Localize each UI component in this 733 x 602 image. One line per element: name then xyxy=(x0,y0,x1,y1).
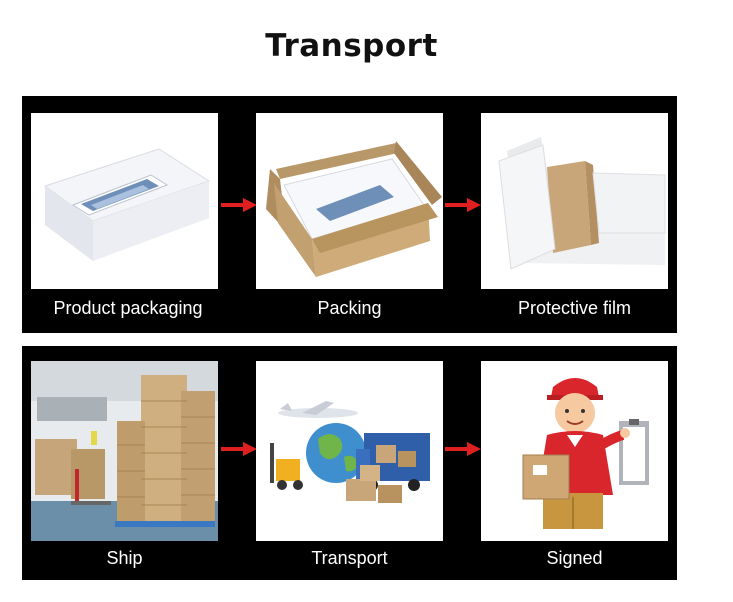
arrow-right-icon xyxy=(221,442,257,456)
arrow-right-icon xyxy=(445,442,481,456)
step-label-packing: Packing xyxy=(317,298,382,318)
arrow-right-icon xyxy=(445,198,481,212)
ship-card xyxy=(31,361,218,541)
step-label-protective-film: Protective film xyxy=(517,298,632,318)
arrow-right-icon xyxy=(221,198,257,212)
protective-film-image xyxy=(481,113,668,289)
packing-card xyxy=(256,113,443,289)
product-box-image xyxy=(31,113,218,289)
courier-image xyxy=(481,361,668,541)
product-packaging-card xyxy=(31,113,218,289)
step-label-signed: Signed xyxy=(546,548,603,568)
signed-card xyxy=(481,361,668,541)
process-panel-top: Product packaging Packing xyxy=(22,96,677,333)
step-label-transport: Transport xyxy=(311,548,388,568)
step-label-product-packaging: Product packaging xyxy=(53,298,203,318)
process-panel-bottom: Ship xyxy=(22,346,677,580)
warehouse-image xyxy=(31,361,218,541)
step-label-ship: Ship xyxy=(106,548,143,568)
cardboard-box-image xyxy=(256,113,443,289)
page-title: Transport xyxy=(265,28,438,64)
logistics-image xyxy=(256,361,443,541)
transport-card xyxy=(256,361,443,541)
protective-film-card xyxy=(481,113,668,289)
